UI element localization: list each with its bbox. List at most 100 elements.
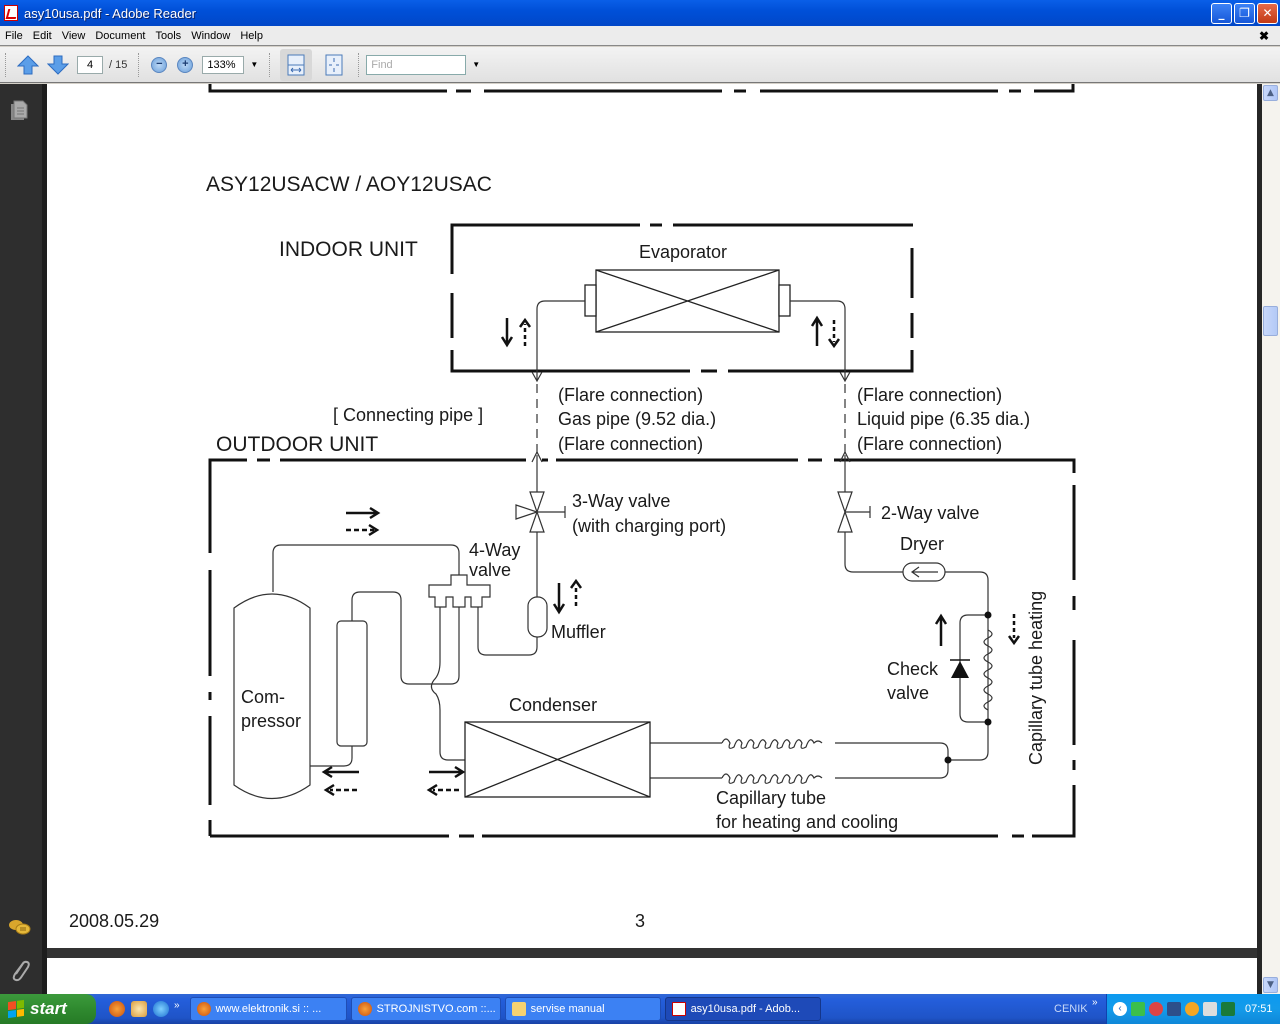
close-document-button[interactable]: ✖ [1258, 28, 1269, 43]
taskbar-item-elektronik[interactable]: www.elektronik.si :: ... [189, 997, 347, 1021]
condenser [464, 721, 651, 798]
check-valve [950, 659, 970, 678]
model-heading: ASY12USACW / AOY12USAC [206, 173, 492, 196]
toolbar-grip[interactable] [138, 52, 141, 77]
check-valve-label-line2: valve [887, 683, 929, 703]
windows-logo-icon [8, 999, 24, 1019]
page-number-input[interactable]: 4 [77, 55, 103, 74]
zoom-dropdown-icon[interactable]: ▼ [250, 60, 259, 69]
restore-button[interactable]: ❐ [1234, 3, 1255, 24]
menu-file[interactable]: File [5, 29, 23, 42]
firefox-icon[interactable] [109, 1001, 125, 1017]
media-tray-icon[interactable] [1203, 1002, 1217, 1016]
document-border [1257, 84, 1262, 994]
show-desktop-icon[interactable] [131, 1001, 147, 1017]
taskbar-item-servise-manual[interactable]: servise manual [504, 997, 661, 1021]
charging-port-label: (with charging port) [572, 516, 726, 536]
capillary-tube-coils [721, 629, 993, 784]
gas-flare-bottom-label: (Flare connection) [558, 434, 703, 454]
pages-icon[interactable] [10, 100, 30, 122]
attachments-icon[interactable] [10, 958, 30, 982]
system-tray: ‹ 07:51 [1106, 994, 1280, 1024]
scroll-up-button[interactable]: ▲ [1263, 85, 1278, 101]
toolbar-more-button[interactable]: » [1092, 997, 1098, 1008]
arrow-down-icon [47, 55, 69, 75]
gmail-notifier-icon[interactable] [1149, 1002, 1163, 1016]
menu-window[interactable]: Window [191, 29, 231, 42]
muffler [527, 596, 548, 638]
zoom-out-button[interactable]: − [151, 56, 168, 73]
comments-icon[interactable] [8, 918, 32, 938]
toolbar-grip[interactable] [5, 52, 8, 77]
cenik-toolbar-label[interactable]: CENIK [1054, 1003, 1088, 1015]
outdoor-unit-label: OUTDOOR UNIT [216, 433, 378, 456]
firefox-icon [196, 1002, 211, 1016]
menu-view[interactable]: View [61, 29, 86, 42]
find-dropdown-icon[interactable]: ▼ [472, 60, 481, 69]
zoom-level-input[interactable]: 133% [202, 55, 245, 74]
next-page-button[interactable] [46, 53, 70, 77]
capillary-tube-heating-label: Capillary tube heating [1026, 591, 1046, 765]
toolbar-grip[interactable] [269, 52, 272, 77]
two-way-valve [837, 491, 853, 533]
window-title: asy10usa.pdf - Adobe Reader [24, 5, 197, 21]
taskbar-item-adobe-reader[interactable]: asy10usa.pdf - Adob... [664, 997, 821, 1021]
navigation-panel [0, 84, 42, 994]
toolbar-grip[interactable] [358, 52, 361, 77]
muffler-label: Muffler [551, 622, 606, 642]
minimize-button[interactable]: _ [1211, 3, 1232, 24]
title-bar: asy10usa.pdf - Adobe Reader _ ❐ ✕ [0, 0, 1280, 26]
fit-width-icon [287, 54, 305, 75]
menu-tools[interactable]: Tools [155, 29, 182, 42]
four-way-valve [428, 574, 491, 608]
indoor-unit-box [450, 223, 914, 373]
taskbar-item-label: asy10usa.pdf - Adob... [690, 1003, 801, 1015]
menu-edit[interactable]: Edit [32, 29, 52, 42]
junction-dots [944, 611, 992, 764]
taskbar-item-strojnistvo[interactable]: STROJNISTVO.com ::... [350, 997, 501, 1021]
liquid-pipe-label: Liquid pipe (6.35 dia.) [857, 409, 1030, 429]
previous-page-button[interactable] [16, 53, 40, 77]
taskbar: start » www.elektronik.si :: ... STROJNI… [0, 994, 1280, 1024]
vc-tray-icon[interactable] [1221, 1002, 1235, 1016]
fit-page-button[interactable] [318, 49, 350, 81]
app-tray-icon[interactable] [1185, 1002, 1199, 1016]
fit-width-button[interactable] [280, 48, 313, 81]
liquid-flare-top-label: (Flare connection) [857, 385, 1002, 405]
taskbar-item-label: servise manual [530, 1003, 605, 1015]
dryer-label: Dryer [900, 534, 944, 554]
evaporator [584, 269, 791, 333]
outdoor-flow-arrows [321, 506, 1021, 797]
gas-pipe-label: Gas pipe (9.52 dia.) [558, 409, 716, 429]
compressor-label-line1: Com- [241, 687, 285, 707]
connecting-pipe-label: [ Connecting pipe ] [333, 405, 483, 425]
pdf-icon [671, 1002, 686, 1016]
dryer [902, 562, 946, 582]
gas-flare-top-label: (Flare connection) [558, 385, 703, 405]
indoor-flow-arrows [500, 315, 841, 349]
find-input[interactable]: Find [366, 54, 467, 75]
zoom-in-button[interactable]: + [177, 56, 194, 73]
start-button[interactable]: start [0, 994, 96, 1024]
panel-divider [42, 84, 47, 994]
indoor-unit-label: INDOOR UNIT [279, 238, 418, 261]
accumulator [336, 620, 368, 747]
show-hidden-icons-button[interactable]: ‹ [1113, 1002, 1127, 1016]
close-button[interactable]: ✕ [1257, 3, 1278, 24]
connecting-pipes [536, 384, 846, 455]
internet-explorer-icon[interactable] [153, 1001, 169, 1017]
network-connection-icon[interactable] [1167, 1002, 1181, 1016]
folder-icon [511, 1002, 526, 1016]
scroll-thumb[interactable] [1263, 306, 1278, 336]
taskbar-item-label: STROJNISTVO.com ::... [376, 1003, 496, 1015]
menu-help[interactable]: Help [240, 29, 263, 42]
menu-document[interactable]: Document [95, 29, 146, 42]
start-label: start [30, 999, 67, 1018]
quicklaunch-more-button[interactable]: » [174, 999, 180, 1011]
network-status-icon[interactable] [1131, 1002, 1145, 1016]
pdf-icon [4, 5, 18, 21]
vertical-scrollbar[interactable]: ▲ ▼ [1262, 84, 1280, 994]
footer-date: 2008.05.29 [69, 911, 159, 931]
footer-page-number: 3 [635, 911, 645, 931]
scroll-down-button[interactable]: ▼ [1263, 977, 1278, 993]
